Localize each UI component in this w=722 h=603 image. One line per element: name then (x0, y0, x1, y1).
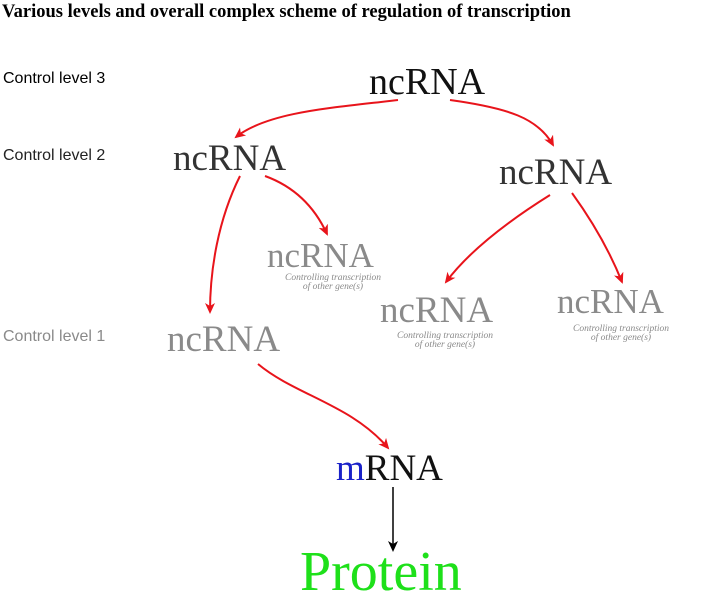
node-ncrna-level2-right: ncRNA (499, 152, 613, 193)
branch-a-caption-line2: of other gene(s) (302, 282, 364, 292)
branch-c-caption-line1: Controlling transcription (573, 324, 669, 334)
branch-c-caption-line2: of other gene(s) (590, 333, 652, 343)
arrow-top-to-mid-right (449, 99, 554, 147)
node-branch-a-caption: Controlling transcription of other gene(… (268, 273, 398, 292)
arrow-low-left-to-mrna (257, 363, 390, 450)
arrow-top-to-mid-left (234, 99, 399, 139)
node-ncrna-level2-left: ncRNA (173, 138, 287, 179)
arrow-mid-right-to-branch-b (444, 194, 551, 284)
node-ncrna-level3: ncRNA (369, 61, 486, 103)
mrna-prefix: m (336, 448, 365, 489)
branch-a-caption-line1: Controlling transcription (285, 273, 381, 283)
node-branch-b-caption: Controlling transcription of other gene(… (380, 331, 510, 350)
diagram-title: Various levels and overall complex schem… (2, 2, 571, 22)
node-protein: Protein (300, 541, 462, 603)
node-ncrna-level1: ncRNA (167, 319, 281, 360)
control-level-3-label: Control level 3 (3, 70, 106, 87)
node-branch-c-caption: Controlling transcription of other gene(… (556, 324, 686, 343)
control-level-1-label: Control level 1 (3, 328, 106, 345)
arrow-mid-left-to-low-left (205, 175, 241, 314)
node-ncrna-branch-b: ncRNA (380, 290, 494, 331)
node-ncrna-branch-a: ncRNA (267, 236, 374, 275)
arrow-mid-left-to-branch-a (264, 175, 328, 236)
branch-b-caption-line2: of other gene(s) (414, 340, 476, 350)
arrow-mid-right-to-branch-c (571, 192, 624, 284)
control-level-2-label: Control level 2 (3, 147, 106, 164)
mrna-rest: RNA (364, 448, 443, 489)
branch-b-caption-line1: Controlling transcription (397, 331, 493, 341)
node-ncrna-branch-c: ncRNA (557, 282, 664, 321)
node-mrna: mRNA (336, 450, 443, 487)
